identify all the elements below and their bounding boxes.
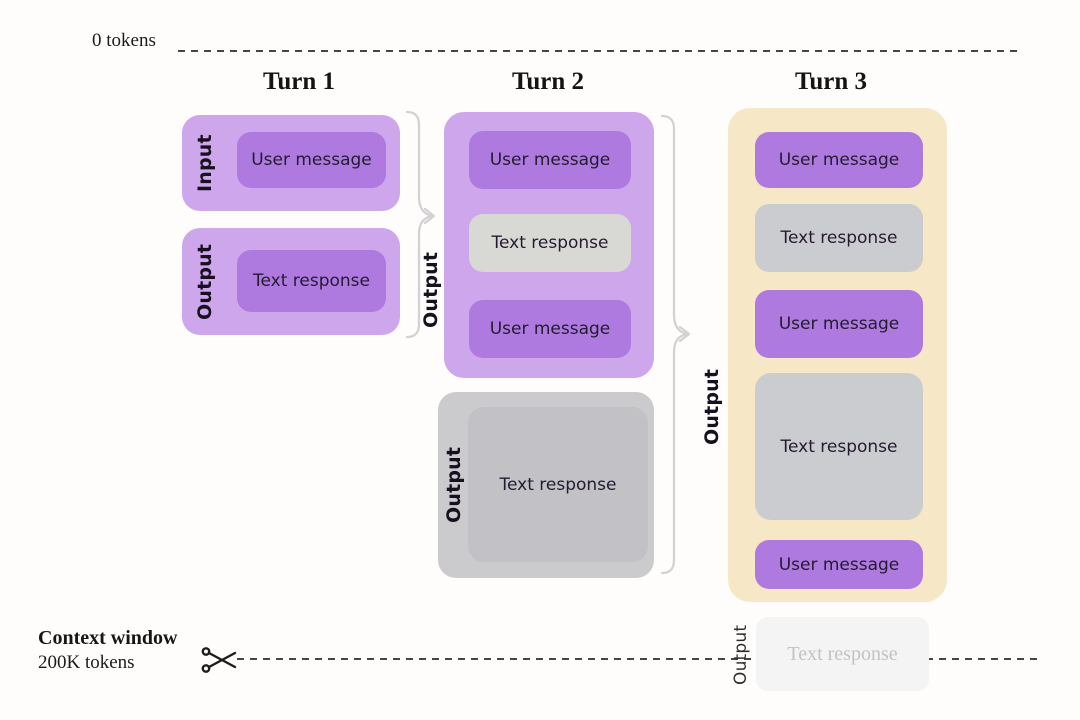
turn-2-title: Turn 2 xyxy=(511,68,585,95)
context-window-line xyxy=(237,658,1038,660)
user-message-box: User message xyxy=(755,540,923,589)
user-message-box: User message xyxy=(755,132,923,188)
text-response-box: Text response xyxy=(237,250,386,312)
scissors-glyph xyxy=(201,647,237,673)
arrowhead-icon xyxy=(678,325,691,343)
scissors-icon xyxy=(201,647,237,673)
text-response-box: Text response xyxy=(469,214,631,272)
turn1-output-container: Output Text response xyxy=(182,228,400,335)
turn3-carry-output-label: Output xyxy=(701,368,723,446)
turn2-to-turn3-bracket-arrow-icon xyxy=(660,114,691,575)
turn2-carry-output-label: Output xyxy=(420,251,442,329)
turn2-output-container: Output Text response xyxy=(438,392,654,578)
context-window-title: Context window xyxy=(38,627,178,649)
output-side-label: Output xyxy=(194,243,216,320)
user-message-box: User message xyxy=(237,132,386,188)
input-side-label: Input xyxy=(194,134,216,192)
turn2-context-container: User message Text response User message xyxy=(444,112,654,378)
arrowhead-icon xyxy=(423,207,436,225)
turn-1-title: Turn 1 xyxy=(262,68,336,95)
output-side-label: Output xyxy=(443,446,465,524)
zero-tokens-label: 0 tokens xyxy=(92,30,156,51)
user-message-box: User message xyxy=(755,290,923,358)
turn-3-title: Turn 3 xyxy=(794,68,868,95)
zero-tokens-line xyxy=(178,50,1018,52)
turn3-pending-output-label: Output xyxy=(731,624,751,686)
context-window-subtitle: 200K tokens xyxy=(38,652,135,673)
pending-text-response-box: Text response xyxy=(756,617,929,691)
text-response-box: Text response xyxy=(755,373,923,520)
text-response-box: Text response xyxy=(755,204,923,272)
user-message-box: User message xyxy=(469,131,631,189)
text-response-box: Text response xyxy=(468,407,648,562)
turn1-input-container: Input User message xyxy=(182,115,400,211)
user-message-box: User message xyxy=(469,300,631,358)
turn3-context-container: User message Text response User message … xyxy=(728,108,947,602)
